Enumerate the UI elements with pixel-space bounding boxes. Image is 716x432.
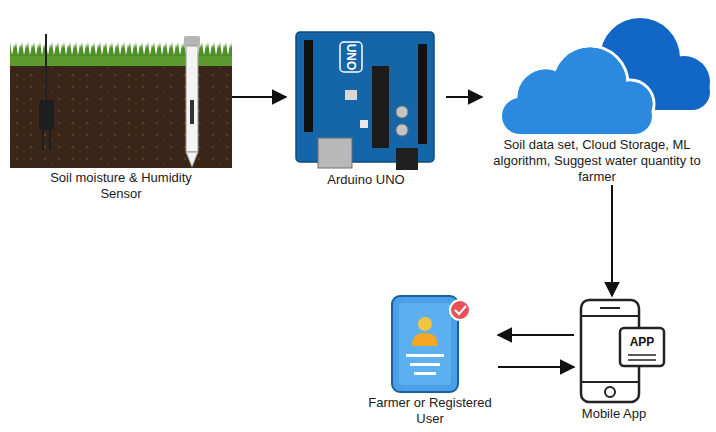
user-node: Farmer or Registered User — [362, 292, 498, 427]
phone-icon-part — [581, 381, 639, 383]
node-caption: Arduino UNO — [291, 172, 441, 188]
arduino-board — [296, 32, 434, 170]
user-card-icon-part — [414, 372, 436, 375]
flow-arrow — [498, 366, 574, 368]
node-caption: Mobile App — [574, 406, 654, 422]
arduino-board-part — [396, 106, 408, 118]
arduino-board-part — [360, 120, 368, 128]
humidity-probe — [184, 36, 200, 167]
flow-arrow — [232, 96, 286, 98]
user-card-icon-part — [450, 300, 470, 320]
flow-arrow — [611, 185, 613, 296]
arduino-board-part — [396, 124, 408, 136]
phone-icon-part — [581, 315, 639, 317]
arduino-board-part — [340, 42, 362, 72]
phone-icon-part — [628, 354, 656, 356]
phone-icon-part — [620, 328, 664, 366]
moisture-sensor-part — [49, 130, 51, 150]
app-node: Mobile App — [574, 296, 654, 422]
phone-icon-part — [628, 359, 656, 361]
user-card-icon-part — [406, 354, 444, 357]
humidity-probe-part — [190, 100, 194, 124]
user-card-icon-part — [410, 363, 440, 366]
moisture-sensor-part — [42, 130, 44, 150]
arduino-board-part — [372, 66, 389, 148]
humidity-probe-part — [184, 36, 200, 46]
app-badge-text: APP — [630, 336, 655, 348]
soil-illustration-part — [10, 60, 232, 168]
user-card-icon-part — [455, 306, 466, 314]
moisture-sensor-part — [39, 100, 54, 130]
user-card-icon-part — [412, 333, 438, 346]
humidity-probe-part — [186, 46, 198, 152]
soil-illustration — [10, 42, 232, 168]
user-card-icon-part — [399, 303, 451, 385]
flow-arrow — [498, 334, 574, 336]
user-card-icon-part — [392, 296, 458, 392]
arduino-board-part — [318, 138, 352, 168]
sensor-node: Soil moisture & Humidity Sensor — [10, 20, 232, 202]
user-card-icon-part — [418, 317, 432, 331]
humidity-probe-part — [186, 152, 198, 167]
user-card-icon — [392, 296, 470, 392]
arduino-board-part — [396, 148, 418, 170]
cloud-icon-part — [608, 82, 653, 127]
phone-icon — [581, 300, 664, 402]
node-caption: Soil data set, Cloud Storage, ML algorit… — [486, 137, 708, 185]
phone-icon-part — [605, 387, 615, 397]
node-caption: Soil moisture & Humidity Sensor — [31, 170, 211, 202]
moisture-sensor-part — [45, 34, 47, 102]
board-logo: UNO — [345, 44, 357, 71]
node-caption: Farmer or Registered User — [362, 395, 498, 427]
moisture-sensor — [39, 34, 54, 150]
arduino-board-part — [345, 90, 357, 100]
cloud-node: Soil data set, Cloud Storage, ML algorit… — [482, 10, 712, 185]
controller-node: Arduino UNO — [286, 25, 446, 188]
arduino-board-part — [418, 44, 427, 144]
arduino-board-part — [296, 32, 434, 162]
flow-arrow — [446, 96, 482, 98]
cloud-icon — [502, 18, 710, 134]
arduino-board-part — [304, 40, 313, 132]
phone-icon-part — [600, 307, 620, 309]
